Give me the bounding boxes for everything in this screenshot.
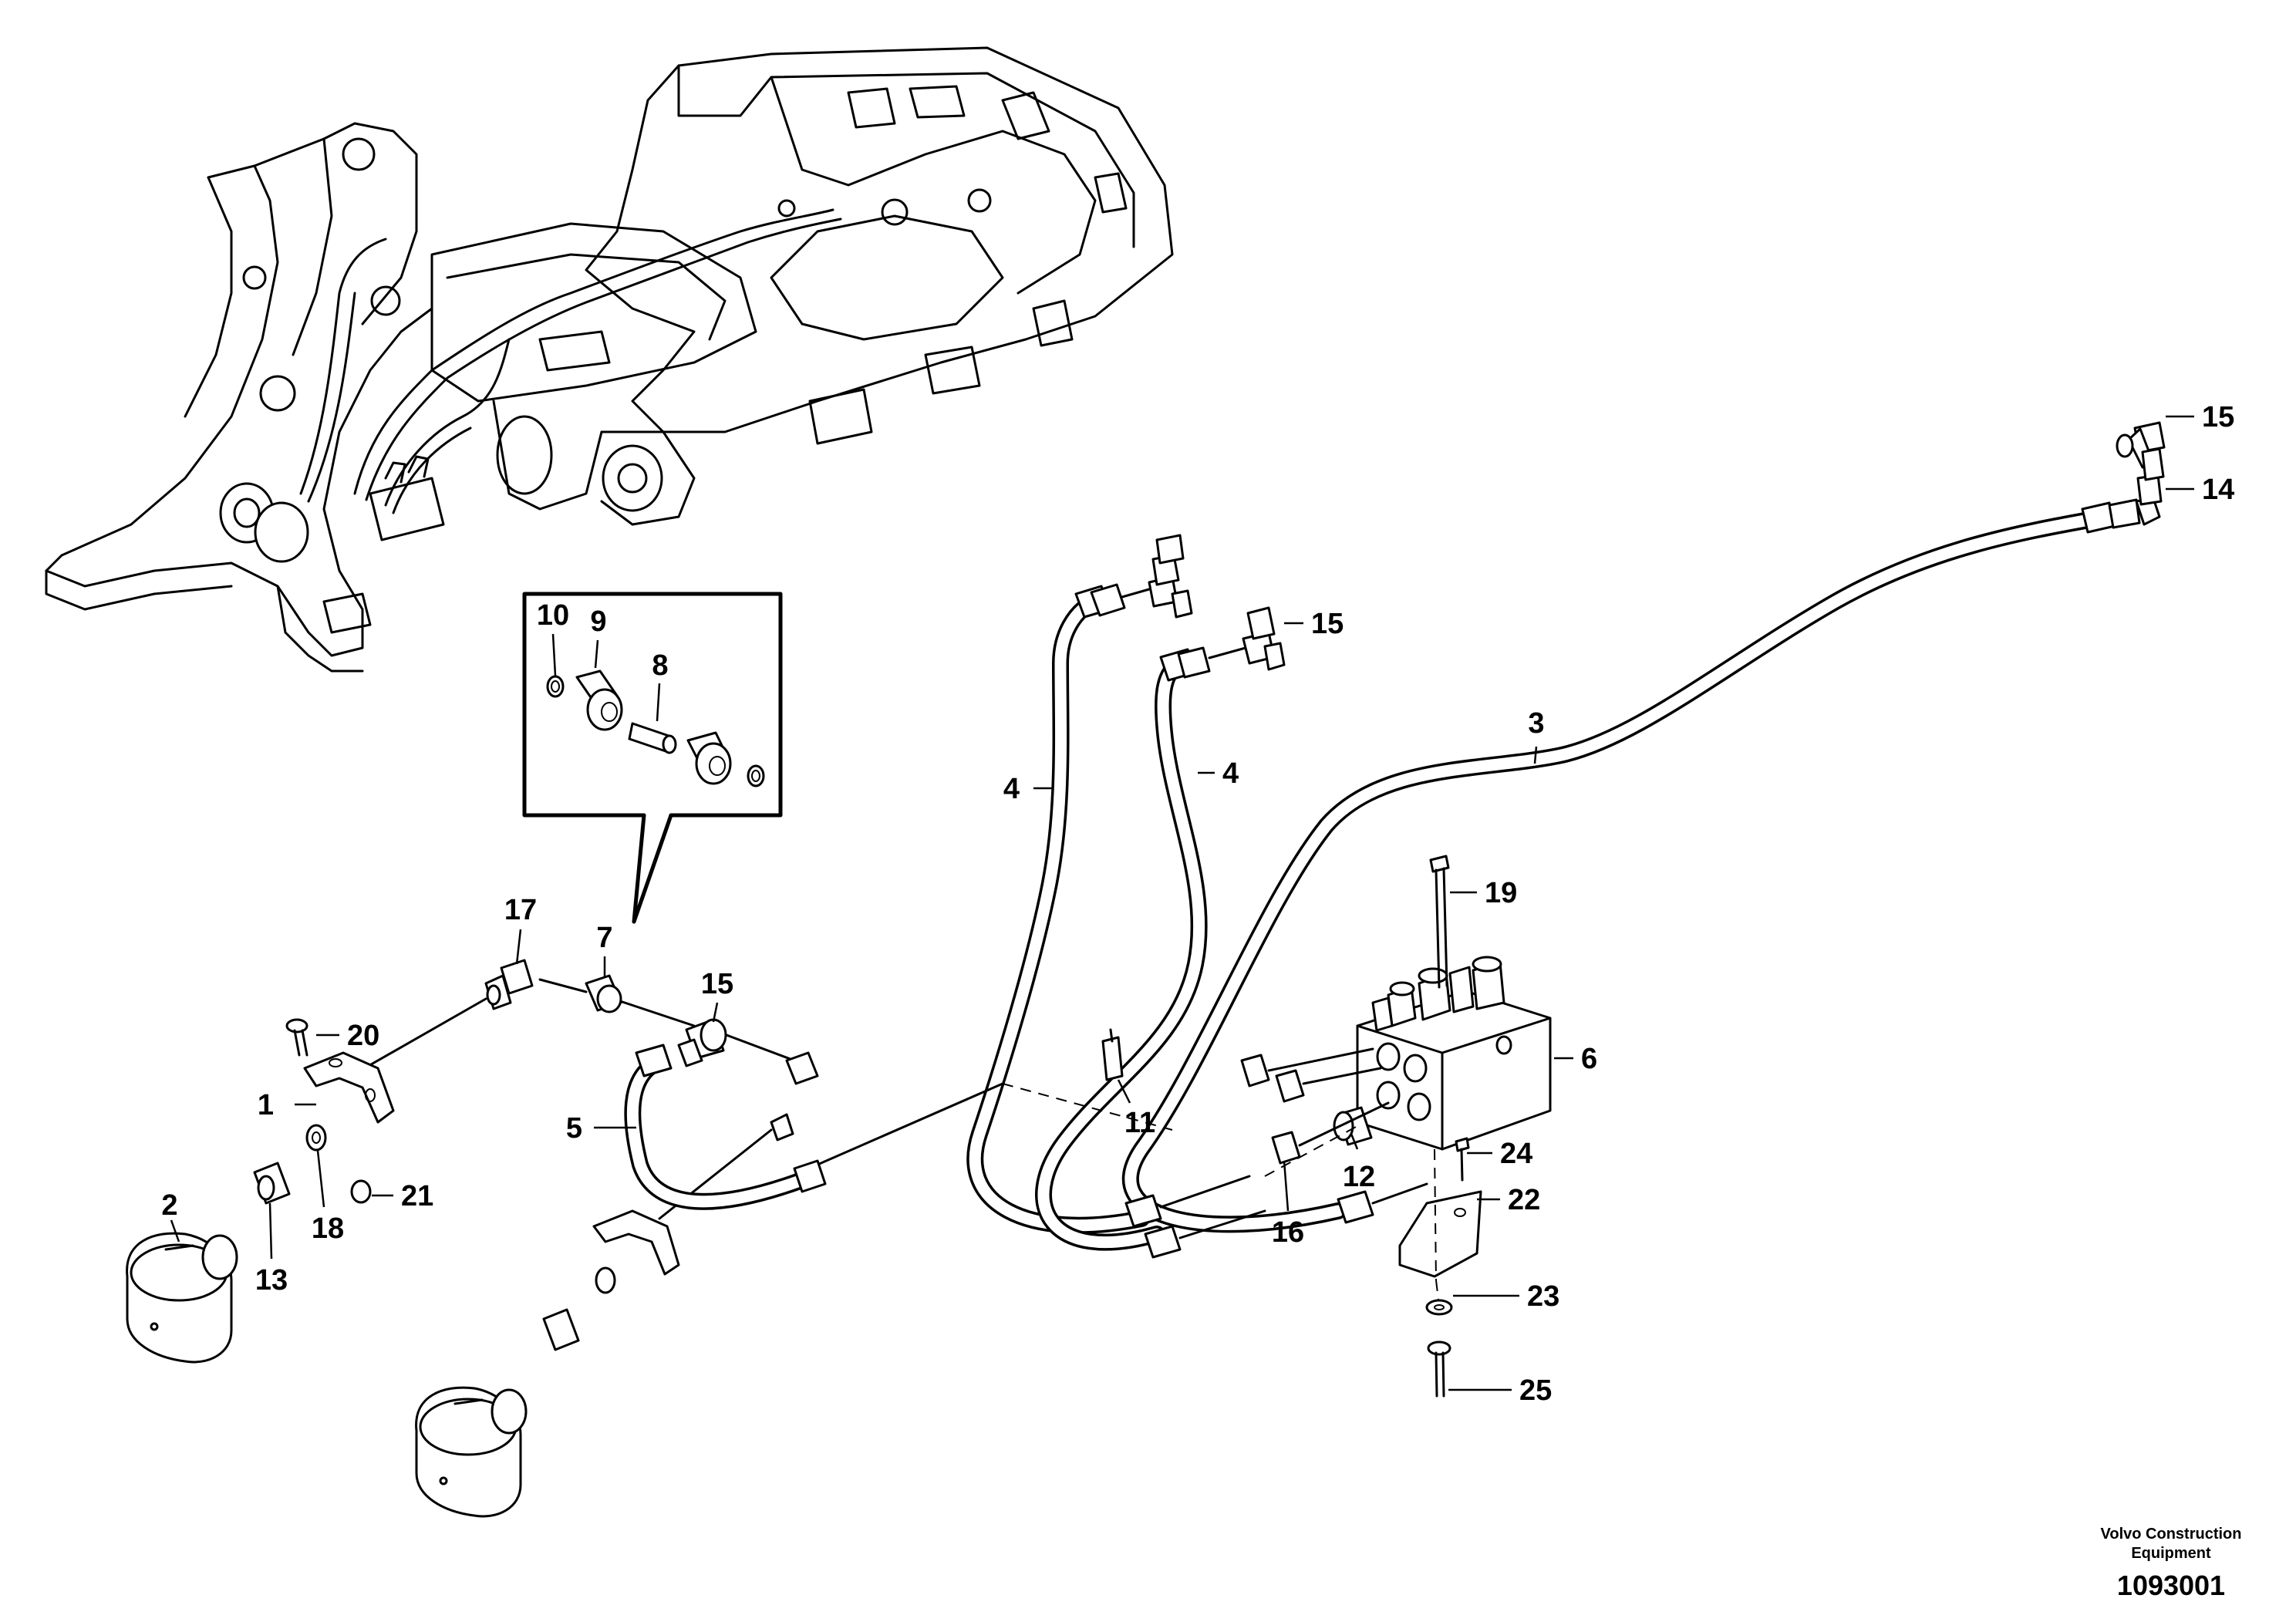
hose-4-right bbox=[1035, 606, 1286, 1251]
callout-3: 3 bbox=[1528, 707, 1544, 740]
callout-4-right: 4 bbox=[1222, 757, 1239, 790]
leader-lines bbox=[170, 415, 2194, 1391]
callout-23: 23 bbox=[1527, 1280, 1559, 1313]
callout-12: 12 bbox=[1343, 1161, 1375, 1193]
publisher-line-1: Volvo Construction bbox=[2101, 1526, 2242, 1543]
callout-15-top-right: 15 bbox=[2202, 401, 2234, 433]
callout-9: 9 bbox=[590, 605, 606, 638]
callout-18: 18 bbox=[312, 1212, 344, 1245]
callout-15-left: 15 bbox=[701, 968, 733, 1000]
callout-1: 1 bbox=[258, 1089, 274, 1121]
accumulator-assembly bbox=[126, 959, 1004, 1518]
publisher-block: Volvo Construction Equipment 1093001 bbox=[2101, 1526, 2242, 1601]
callout-25: 25 bbox=[1519, 1374, 1552, 1407]
callout-4-left: 4 bbox=[1003, 773, 1020, 805]
hose-4-left bbox=[966, 534, 1193, 1234]
detail-item-10-part bbox=[546, 675, 565, 698]
callout-22: 22 bbox=[1508, 1184, 1540, 1216]
bolt-19 bbox=[1429, 855, 1477, 989]
callout-5: 5 bbox=[566, 1112, 582, 1145]
callout-17: 17 bbox=[504, 894, 537, 926]
callout-21: 21 bbox=[401, 1180, 433, 1212]
callout-13: 13 bbox=[255, 1264, 288, 1297]
hose-3 bbox=[1122, 510, 2106, 1233]
hose-3-end-fittings bbox=[2081, 421, 2166, 534]
callout-15-middle: 15 bbox=[1311, 608, 1344, 640]
publisher-line-2: Equipment bbox=[2131, 1545, 2211, 1562]
callout-24: 24 bbox=[1500, 1138, 1532, 1170]
plate-22-and-fasteners bbox=[1398, 1137, 1482, 1398]
detail-item-8-part bbox=[628, 722, 677, 754]
detail-item-9-part bbox=[575, 669, 623, 731]
callout-10: 10 bbox=[537, 599, 569, 632]
callout-20: 20 bbox=[347, 1020, 379, 1052]
callout-labels: 1 2 3 4 4 5 6 7 8 9 10 11 12 13 14 15 15… bbox=[161, 401, 2234, 1407]
callout-11: 11 bbox=[1124, 1107, 1155, 1139]
callout-2: 2 bbox=[161, 1189, 177, 1222]
clamp-11 bbox=[1101, 1028, 1124, 1081]
callout-8: 8 bbox=[652, 649, 668, 682]
callout-6: 6 bbox=[1581, 1043, 1597, 1075]
hose-valve-end-fittings bbox=[1124, 1175, 1428, 1259]
callout-16: 16 bbox=[1272, 1216, 1304, 1249]
detail-inset bbox=[522, 592, 783, 924]
valve-block-6 bbox=[1356, 956, 1552, 1151]
fittings-12-16 bbox=[1240, 1047, 1390, 1165]
callout-14: 14 bbox=[2202, 474, 2234, 506]
machine-frame-overview bbox=[45, 46, 1174, 673]
figure-number: 1093001 bbox=[2117, 1570, 2225, 1601]
callout-7: 7 bbox=[596, 922, 612, 954]
callout-19: 19 bbox=[1485, 877, 1517, 909]
